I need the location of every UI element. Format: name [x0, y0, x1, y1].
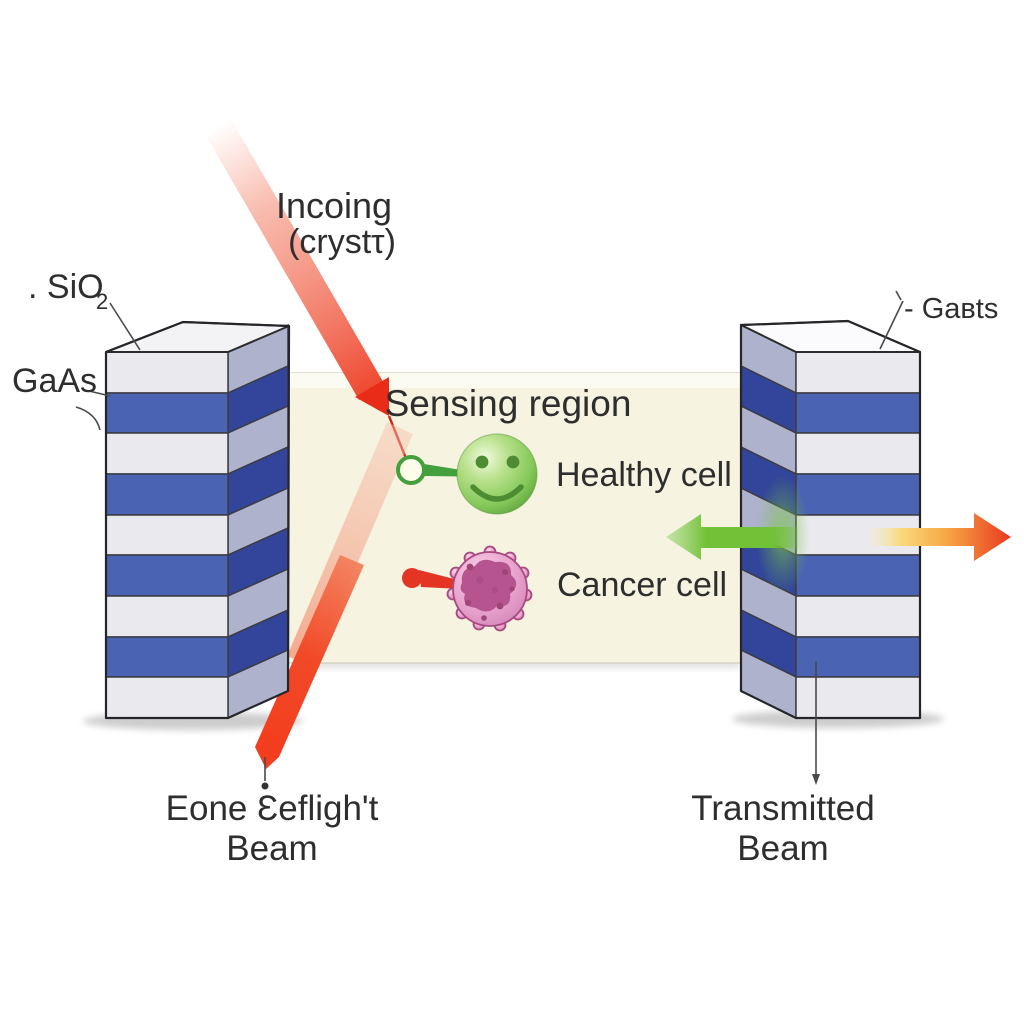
sio2-label: . SiO — [28, 268, 104, 306]
gaas-right-label: - Gaʙts — [904, 293, 998, 325]
red-dot-pointer-icon — [402, 568, 422, 588]
reflected-beam — [255, 422, 413, 769]
cancer-cell-spots — [465, 563, 515, 621]
cancer-cell-label: Cancer cell — [557, 566, 727, 604]
incoming-beam-label-line1: Incoing — [276, 185, 392, 226]
label-connectors — [75, 290, 904, 790]
green-ring-pointer-icon — [396, 455, 426, 485]
gaas-left-dash — [88, 390, 111, 397]
cancer-cell-row — [402, 545, 533, 632]
incoming-beam-arrowhead — [355, 377, 389, 416]
gaas-left-label: GaAs — [12, 362, 97, 400]
reflected-beam-stripe — [255, 555, 364, 769]
sio2-subscript: 2 — [96, 289, 108, 314]
sensing-region-title: Sensing region — [385, 383, 632, 424]
left-bragg-stack — [104, 320, 291, 720]
gaas-right-tick — [895, 290, 902, 301]
sio2-connector-line — [109, 302, 141, 351]
reflected-beam-label-line1: Eone Ɛefligh't — [166, 789, 379, 828]
healthy-cell-label: Healthy cell — [556, 456, 732, 494]
healthy-cell-icon — [456, 433, 538, 515]
incoming-beam-label-line2: (crystτ) — [288, 223, 396, 261]
incoming-beam-stripe — [205, 119, 385, 400]
healthy-cell-row — [396, 433, 538, 515]
reflected-connector-dot — [261, 782, 269, 790]
gaas-right-connector-line — [879, 300, 904, 350]
green-return-arrow — [666, 514, 798, 560]
reflected-beam-label-line2: Beam — [226, 829, 317, 868]
transmitted-beam-label-line2: Beam — [737, 829, 828, 868]
cancer-cell-icon — [446, 545, 533, 632]
transmitted-beam-label-line1: Transmitted — [691, 789, 874, 828]
gaas-left-connector-line — [75, 406, 101, 431]
labels: Incoing (crystτ) . SiO 2 GaAs - Gaʙts Se… — [12, 185, 998, 868]
sensing-box-top-band — [284, 373, 743, 388]
transmitted-connector-arrowhead — [812, 774, 820, 785]
transmitted-beam-arrow — [868, 513, 1011, 561]
